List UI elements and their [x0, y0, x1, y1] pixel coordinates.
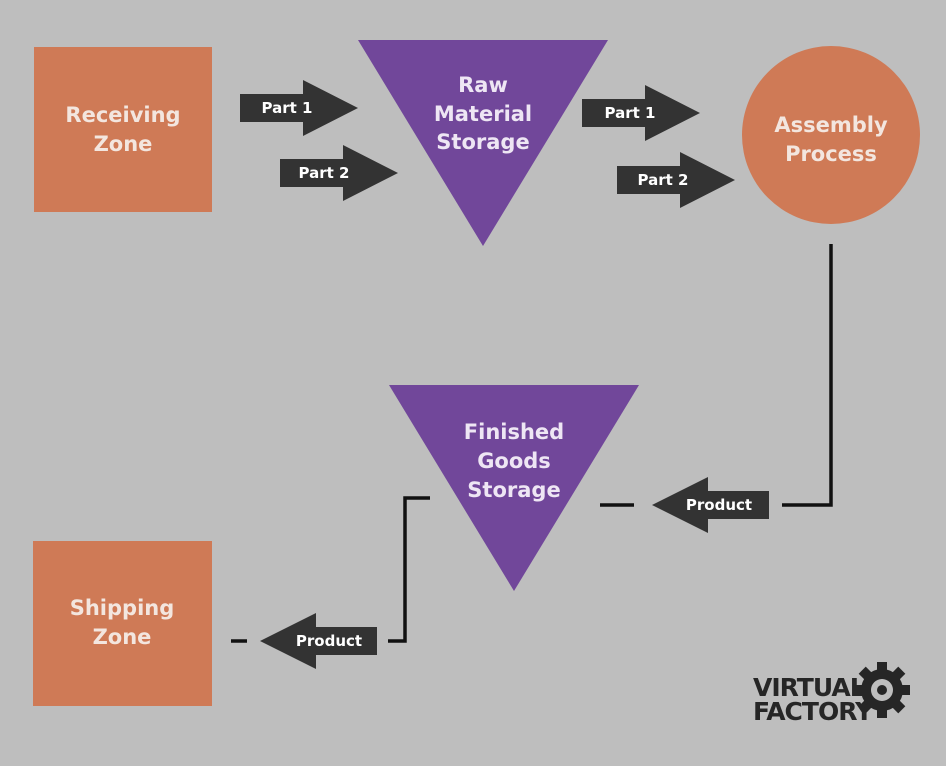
- virtual-factory-logo: VIRTUAL FACTORY: [753, 662, 910, 726]
- arrow-receiving-part1-label: Part 1: [262, 99, 313, 117]
- receiving-zone-box: [34, 47, 212, 212]
- logo-text-line1: VIRTUAL: [753, 673, 866, 702]
- shipping-zone-box: [33, 541, 212, 706]
- raw-material-storage-triangle: [358, 40, 608, 246]
- arrow-raw-part1: Part 1: [582, 85, 700, 141]
- raw-material-storage-label-line1: Raw: [458, 73, 508, 97]
- arrow-left-icon: [260, 613, 377, 669]
- arrow-receiving-part2: Part 2: [280, 145, 398, 201]
- shipping-zone-label-line1: Shipping: [70, 596, 175, 620]
- shipping-zone-label-line2: Zone: [93, 625, 152, 649]
- raw-material-storage: Raw Material Storage: [358, 40, 608, 246]
- finished-goods-storage: Finished Goods Storage: [389, 385, 639, 591]
- finished-goods-storage-label-line1: Finished: [464, 420, 564, 444]
- receiving-zone-label-line1: Receiving: [65, 103, 180, 127]
- assembly-process-circle: [742, 46, 920, 224]
- finished-goods-storage-label-line2: Goods: [477, 449, 551, 473]
- raw-material-storage-label-line2: Material: [434, 102, 532, 126]
- arrow-receiving-part2-label: Part 2: [299, 164, 350, 182]
- logo-text-line2: FACTORY: [753, 697, 874, 726]
- finished-goods-storage-triangle: [389, 385, 639, 591]
- arrow-right-icon: [240, 80, 358, 136]
- arrow-right-icon: [582, 85, 700, 141]
- arrow-right-icon: [280, 145, 398, 201]
- receiving-zone-label-line2: Zone: [94, 132, 153, 156]
- arrow-raw-part2: Part 2: [617, 152, 735, 208]
- arrow-finished-product-label: Product: [296, 632, 362, 650]
- arrow-assembly-product: Product: [652, 477, 769, 533]
- raw-material-storage-label-line3: Storage: [436, 130, 529, 154]
- arrow-receiving-part1: Part 1: [240, 80, 358, 136]
- arrow-right-icon: [617, 152, 735, 208]
- assembly-process-label-line1: Assembly: [774, 113, 888, 137]
- arrow-assembly-product-label: Product: [686, 496, 752, 514]
- arrow-finished-product: Product: [260, 613, 377, 669]
- arrow-left-icon: [652, 477, 769, 533]
- assembly-process: Assembly Process: [742, 46, 920, 224]
- gear-icon: [854, 662, 910, 718]
- receiving-zone: Receiving Zone: [34, 47, 212, 212]
- connector-lines: [231, 244, 833, 643]
- assembly-to-product-connector: [782, 244, 833, 507]
- finished-goods-storage-label-line3: Storage: [467, 478, 560, 502]
- shipping-zone: Shipping Zone: [33, 541, 212, 706]
- finished-to-product-connector: [388, 496, 430, 643]
- assembly-process-label-line2: Process: [785, 142, 877, 166]
- arrow-raw-part2-label: Part 2: [638, 171, 689, 189]
- arrow-raw-part1-label: Part 1: [605, 104, 656, 122]
